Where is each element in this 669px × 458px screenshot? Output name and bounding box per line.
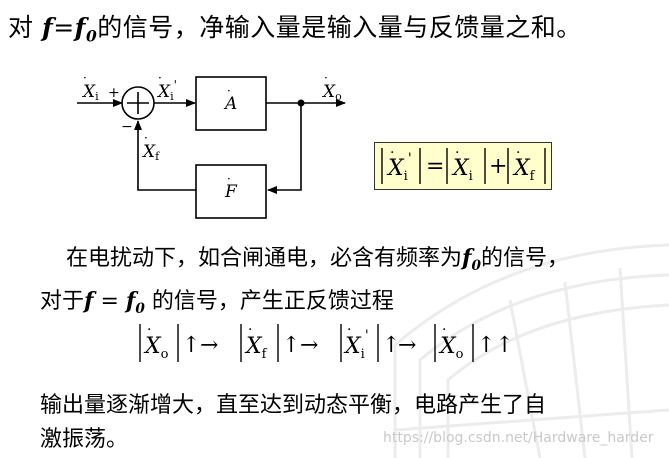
svg-text:Xi': Xi'	[386, 151, 412, 184]
svg-text:Xo: Xo	[143, 334, 169, 362]
svg-text:Xi': Xi'	[343, 328, 369, 362]
svg-text:·: ·	[442, 322, 446, 338]
formula-box	[374, 142, 552, 190]
feedback-network-label: F	[224, 182, 238, 202]
svg-text:·: ·	[83, 71, 87, 85]
svg-text:·: ·	[227, 84, 231, 98]
svg-text:·: ·	[324, 71, 328, 85]
paragraph-oscillation-end: 激振荡。	[40, 427, 129, 452]
svg-text:Xo: Xo	[438, 334, 464, 362]
watermark-text: https://blog.csdn.net/Hardware_harder	[383, 430, 654, 446]
svg-text:↑: ↑	[182, 333, 200, 358]
svg-text:·: ·	[227, 172, 231, 186]
svg-text:↑↑: ↑↑	[477, 333, 514, 358]
svg-text:→: →	[300, 333, 318, 358]
svg-text:·: ·	[144, 131, 148, 145]
svg-text:·: ·	[516, 145, 520, 161]
svg-text:·: ·	[158, 71, 162, 85]
feedback-path-out	[267, 103, 302, 194]
plus-sign: +	[108, 85, 120, 101]
positive-feedback-chain: Xo · ↑ → Xf · ↑ → Xi' · ↑ → Xo · ↑↑	[139, 322, 514, 362]
paragraph-disturbance: 在电扰动下，如合闸通电，必含有频率为f0的信号，	[66, 245, 569, 274]
net-input-label: Xi'	[156, 78, 177, 103]
svg-text:·: ·	[248, 322, 252, 338]
page-title: 对 f=f0的信号，净输入量是输入量与反馈量之和。	[8, 13, 582, 46]
output-label: Xo	[321, 82, 342, 103]
svg-text:·: ·	[347, 322, 351, 338]
svg-text:↑: ↑	[382, 333, 400, 358]
svg-text:Xi: Xi	[451, 156, 473, 184]
amplifier-label: A	[223, 94, 237, 114]
svg-text:↑: ↑	[282, 333, 300, 358]
svg-text:+: +	[489, 154, 507, 179]
feedback-label: Xf	[141, 142, 160, 163]
minus-sign: −	[121, 119, 133, 135]
output-node	[297, 99, 305, 107]
paragraph-positive-feedback: 对于f = f0 的信号，产生正反馈过程	[40, 288, 394, 317]
svg-text:→: →	[200, 333, 218, 358]
svg-text:·: ·	[147, 322, 151, 338]
svg-text:·: ·	[390, 145, 394, 161]
svg-text:·: ·	[455, 145, 459, 161]
svg-text:→: →	[398, 333, 416, 358]
boxed-formula: Xi' · = Xi · + Xf ·	[381, 145, 546, 184]
svg-text:Xf: Xf	[512, 156, 536, 184]
feedback-path-return	[134, 120, 196, 191]
input-label: Xi	[81, 82, 99, 103]
paragraph-oscillation: 输出量逐渐增大，直至达到动态平衡，电路产生了自	[40, 393, 547, 418]
svg-text:=: =	[426, 154, 444, 179]
svg-text:Xf: Xf	[244, 334, 268, 362]
feedback-block	[195, 164, 267, 219]
